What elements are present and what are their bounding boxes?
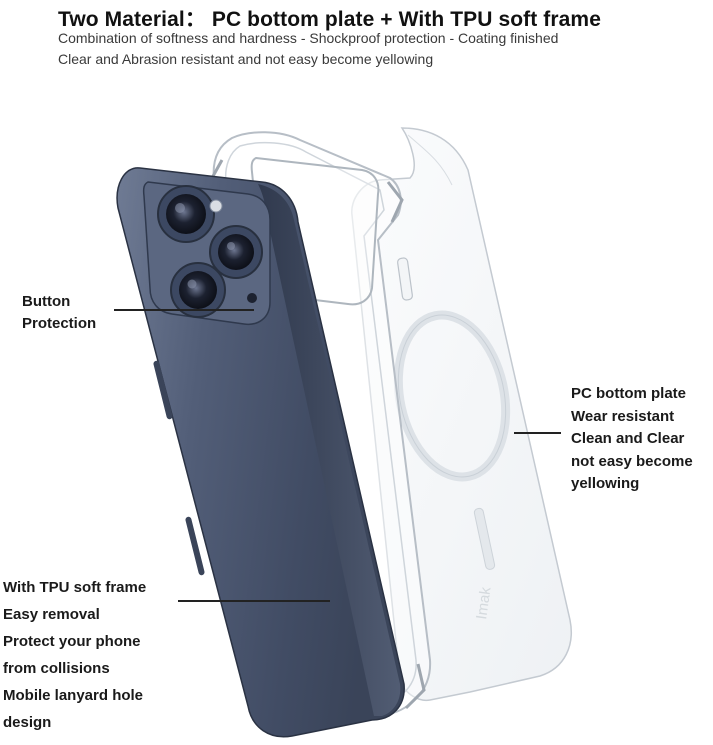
header-title: Two Material： PC bottom plate + With TPU… xyxy=(58,8,601,31)
header-subtitle-line-1: Combination of softness and hardness - S… xyxy=(58,30,559,46)
leader-line-button xyxy=(114,309,254,311)
header-subtitle-line-2: Clear and Abrasion resistant and not eas… xyxy=(58,51,434,67)
callout-button-protection: Button Protection xyxy=(22,291,96,335)
camera-lens-top xyxy=(157,185,215,243)
callout-line: PC bottom plate xyxy=(571,385,686,402)
callout-line: Easy removal xyxy=(3,606,100,623)
callout-tpu-frame: With TPU soft frame Easy removal Protect… xyxy=(3,574,146,736)
camera-lens-middle xyxy=(209,225,263,279)
leader-line-tpu xyxy=(178,600,330,602)
callout-line: Button xyxy=(22,293,71,310)
callout-line: design xyxy=(3,714,52,731)
brand-watermark: Imak xyxy=(473,586,494,621)
camera-lens-bottom xyxy=(170,262,226,318)
callout-line: not easy become xyxy=(571,452,693,470)
callout-line: Wear resistant xyxy=(571,407,675,425)
callout-line: from collisions xyxy=(3,660,110,677)
callout-line: Mobile lanyard hole xyxy=(3,687,144,704)
callout-pc-plate: PC bottom plate Wear resistant Clean and… xyxy=(571,383,693,496)
leader-line-pc xyxy=(514,432,561,434)
flash xyxy=(209,199,223,213)
callout-line: Clean and Clear xyxy=(571,430,685,447)
callout-line: Protection xyxy=(22,315,97,332)
callout-line: Protect your phone xyxy=(3,633,141,650)
callout-line: yellowing xyxy=(571,475,640,492)
lidar-sensor xyxy=(247,293,257,303)
callout-line: With TPU soft frame xyxy=(3,579,147,596)
